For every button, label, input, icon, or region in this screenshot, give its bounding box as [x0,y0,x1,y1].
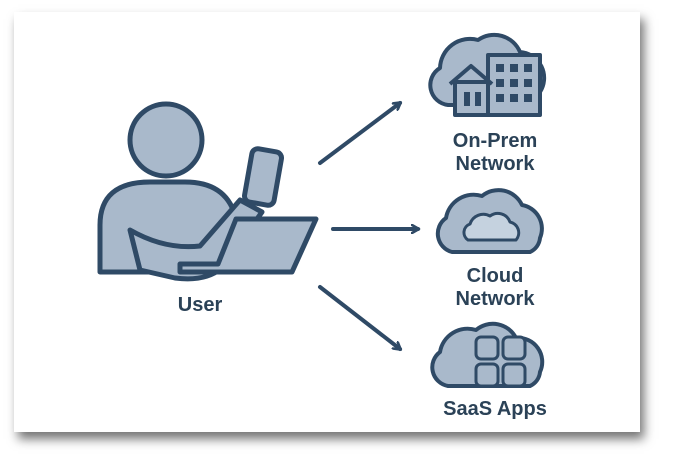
user-head [127,101,205,179]
cloud-network-icon [435,188,544,254]
arrow-to-saas [318,285,400,351]
laptop-icon [177,216,319,275]
phone-icon [241,146,285,208]
on-prem-network-icon [428,32,547,117]
saas-apps-icon [430,321,545,388]
cloud-label-line2: Network [455,288,535,310]
cloud-label-line1: Cloud [466,265,524,287]
saas-label: SaaS Apps [443,398,547,420]
user-arm [127,197,265,282]
arrows [318,101,418,351]
app-grid-icon [474,335,527,388]
user-icon [97,101,319,282]
on-prem-label-line1: On-Prem [452,130,538,152]
inner-cloud [462,211,521,242]
on-prem-label-line2: Network [455,153,535,175]
arrow-to-on-prem [318,101,400,165]
user-label: User [177,294,223,316]
